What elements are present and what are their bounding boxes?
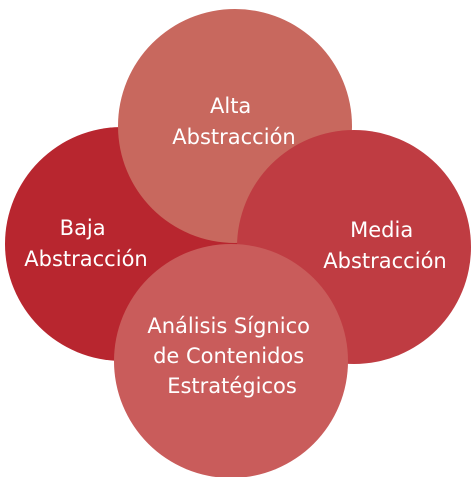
- label-analisis-line1: Análisis Sígnico: [147, 314, 310, 338]
- label-analisis-line2: de Contenidos: [153, 344, 304, 368]
- label-baja-abstraccion: Baja Abstracción: [24, 216, 147, 271]
- label-media-line1: Media: [350, 218, 413, 242]
- label-alta-abstraccion: Alta Abstracción: [172, 94, 295, 149]
- label-baja-line2: Abstracción: [24, 247, 147, 271]
- label-alta-line1: Alta: [210, 94, 251, 118]
- label-analisis-signico: Análisis Sígnico de Contenidos Estratégi…: [147, 314, 316, 398]
- label-analisis-line3: Estratégicos: [167, 374, 297, 398]
- label-baja-line1: Baja: [60, 216, 106, 240]
- label-alta-line2: Abstracción: [172, 125, 295, 149]
- label-media-line2: Abstracción: [323, 249, 446, 273]
- label-media-abstraccion: Media Abstracción: [323, 218, 446, 273]
- circle-analisis-signico: [114, 244, 348, 477]
